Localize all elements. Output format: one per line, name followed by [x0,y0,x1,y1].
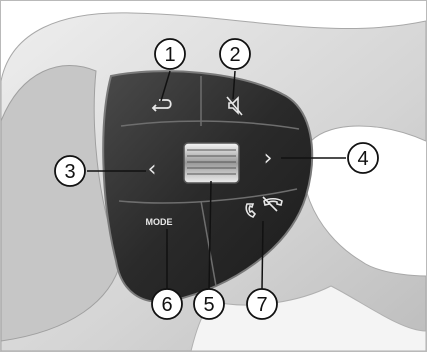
thumbwheel[interactable] [184,143,239,183]
right-arrow-button[interactable]: › [264,146,273,171]
svg-text:7: 7 [256,294,267,316]
mode-button[interactable]: MODE [146,217,173,227]
callout-3: 3 [55,156,85,186]
callout-1: 1 [155,39,185,69]
svg-text:4: 4 [357,148,368,170]
callout-4: 4 [348,143,378,173]
callout-5: 5 [194,289,224,319]
svg-text:2: 2 [229,44,240,66]
svg-text:5: 5 [203,294,214,316]
svg-text:6: 6 [161,294,172,316]
svg-text:3: 3 [64,161,75,183]
left-arrow-button[interactable]: ‹ [148,157,157,182]
callout-7: 7 [247,289,277,319]
callout-2: 2 [220,39,250,69]
callout-6: 6 [152,289,182,319]
svg-text:1: 1 [164,44,175,66]
